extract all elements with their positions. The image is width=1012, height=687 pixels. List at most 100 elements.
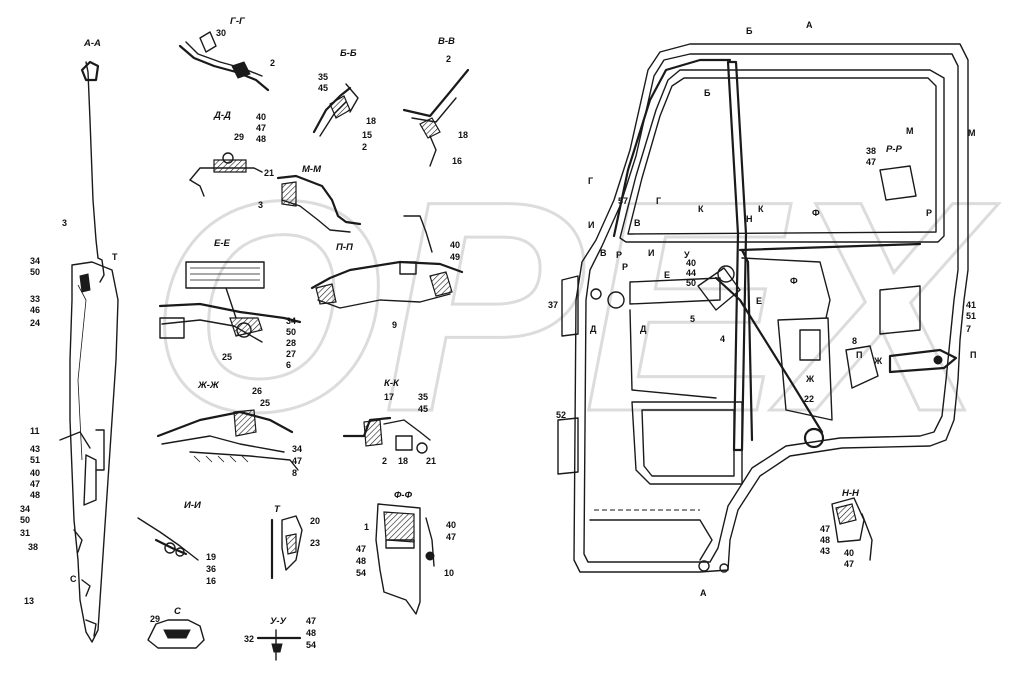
callout: Ф	[790, 276, 798, 286]
section-vv	[402, 68, 470, 167]
title-dd: Д-Д	[213, 110, 231, 121]
callout: А	[806, 20, 813, 30]
callout: М	[968, 128, 976, 138]
callout: 40	[30, 468, 40, 478]
callout: А	[700, 588, 707, 598]
callout: 22	[804, 394, 814, 404]
section-c	[147, 619, 205, 649]
callout: Ж	[873, 356, 883, 366]
callout: Р	[622, 262, 628, 272]
callout: Г	[656, 196, 661, 206]
callout: 30	[216, 28, 226, 38]
callout: 17	[384, 392, 394, 402]
callout: 50	[20, 515, 30, 525]
title-pp: П-П	[336, 242, 353, 253]
callout: 38	[28, 542, 38, 552]
callout: 40	[686, 258, 696, 268]
title-uu: У-У	[270, 616, 288, 627]
callout: 51	[966, 311, 976, 321]
callout: 16	[206, 576, 216, 586]
callout: 35	[318, 72, 328, 82]
title-aa: А-А	[83, 38, 101, 49]
door-main-view	[557, 43, 969, 573]
callout: 38	[866, 146, 876, 156]
callout: Ж	[805, 374, 815, 384]
section-dd	[189, 152, 263, 197]
callout: 50	[286, 327, 296, 337]
callout: 6	[286, 360, 291, 370]
section-gg	[178, 31, 270, 92]
callout: 40	[844, 548, 854, 558]
callout: 36	[206, 564, 216, 574]
callout: Н	[746, 214, 753, 224]
callout: 48	[820, 535, 830, 545]
title-nn: Н-Н	[842, 488, 860, 499]
callout: 18	[458, 130, 468, 140]
callout: К	[758, 204, 764, 214]
callout: 47	[30, 479, 40, 489]
callout: Д	[640, 324, 647, 334]
callout: 2	[446, 54, 451, 64]
callout: 50	[686, 278, 696, 288]
callout: Г	[588, 176, 593, 186]
callout: П	[856, 350, 862, 360]
callout: 9	[392, 320, 397, 330]
section-pp	[310, 215, 464, 309]
callout: 47	[866, 157, 876, 167]
callout: Б	[746, 26, 753, 36]
title-c: С	[174, 606, 181, 617]
callout: 18	[366, 116, 376, 126]
callout: 13	[24, 596, 34, 606]
callout: Е	[664, 270, 670, 280]
callout: С	[70, 574, 77, 584]
callout: 48	[30, 490, 40, 500]
callout: Б	[704, 88, 711, 98]
callout: 47	[446, 532, 456, 542]
callout: 33	[30, 294, 40, 304]
callout: 45	[318, 83, 328, 93]
title-kk: К-К	[384, 378, 400, 389]
callout: Т	[112, 252, 118, 262]
callout: 37	[548, 300, 558, 310]
section-kk	[342, 416, 431, 454]
callout: 7	[966, 324, 971, 334]
callout: 2	[382, 456, 387, 466]
callout: 47	[292, 456, 302, 466]
callout: 25	[260, 398, 270, 408]
callout: Р	[926, 208, 932, 218]
callout: 34	[20, 504, 30, 514]
section-bb	[312, 83, 359, 137]
callout: 47	[820, 524, 830, 534]
callout: 29	[234, 132, 244, 142]
callout: 28	[286, 338, 296, 348]
title-gg: Г-Г	[230, 16, 246, 27]
callout: 48	[356, 556, 366, 566]
callout: В	[600, 248, 607, 258]
callout: 4	[720, 334, 725, 344]
callout: 16	[452, 156, 462, 166]
callout: 19	[206, 552, 216, 562]
section-t	[270, 515, 303, 580]
callout: 34	[30, 256, 40, 266]
callout: 54	[356, 568, 366, 578]
section-ee	[158, 261, 302, 343]
callout: 10	[444, 568, 454, 578]
callout: 40	[450, 240, 460, 250]
callout: 43	[30, 444, 40, 454]
callout: 3	[62, 218, 67, 228]
section-zhzh	[156, 409, 299, 471]
title-rr: Р-Р	[886, 144, 903, 155]
callout: 47	[844, 559, 854, 569]
callout: В	[634, 218, 641, 228]
callout: 51	[30, 455, 40, 465]
callout: У	[684, 250, 690, 260]
callout: 54	[306, 640, 316, 650]
title-ee: Е-Е	[214, 238, 231, 249]
callout: 20	[310, 516, 320, 526]
callout: Д	[590, 324, 597, 334]
callout: 34	[292, 444, 302, 454]
callout: 5	[690, 314, 695, 324]
callout: П	[970, 350, 976, 360]
callout: 41	[966, 300, 976, 310]
title-ff: Ф-Ф	[394, 490, 413, 501]
